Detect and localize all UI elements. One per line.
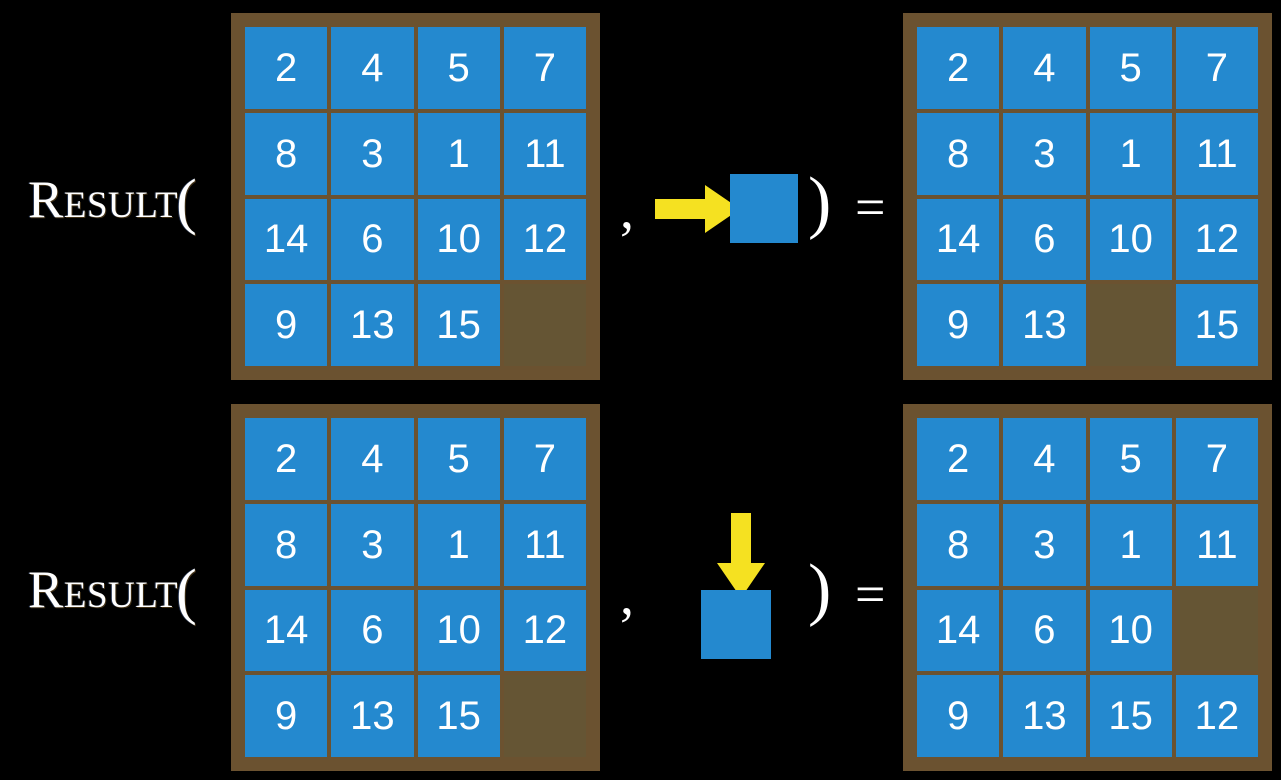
tile[interactable]: 12	[1175, 675, 1258, 757]
operator-group-top: , ) =	[600, 0, 903, 390]
output-board-bottom: 2 4 5 7 8 3 1 11 14 6 10 9 13 15 12	[903, 404, 1272, 771]
tile[interactable]: 4	[1003, 418, 1086, 500]
tile[interactable]: 11	[503, 503, 586, 586]
tile[interactable]: 10	[417, 589, 500, 672]
operator-group-bottom: , ) =	[600, 390, 903, 780]
tile[interactable]: 7	[503, 27, 586, 109]
tile[interactable]: 6	[331, 589, 414, 672]
tile[interactable]: 9	[917, 284, 1000, 366]
tile[interactable]: 14	[917, 589, 1000, 672]
tile[interactable]: 7	[1175, 27, 1258, 109]
tile[interactable]: 4	[331, 27, 414, 109]
tile[interactable]: 1	[1089, 112, 1172, 195]
tile[interactable]: 9	[917, 675, 1000, 757]
tile[interactable]: 12	[1175, 198, 1258, 281]
result-label-lead: R	[28, 560, 64, 619]
tile[interactable]: 8	[245, 503, 328, 586]
tile[interactable]: 10	[1089, 198, 1172, 281]
tile[interactable]: 11	[1175, 503, 1258, 586]
tile[interactable]: 3	[1003, 112, 1086, 195]
input-board-bottom-grid: 2 4 5 7 8 3 1 11 14 6 10 12 9 13 15	[245, 418, 586, 757]
tile[interactable]: 11	[503, 112, 586, 195]
tile[interactable]: 8	[917, 112, 1000, 195]
tile[interactable]: 2	[245, 418, 328, 500]
tile[interactable]: 13	[1003, 284, 1086, 366]
result-label-lead: R	[28, 170, 64, 229]
tile[interactable]: 12	[503, 198, 586, 281]
tile[interactable]: 13	[331, 675, 414, 757]
tile[interactable]: 14	[917, 198, 1000, 281]
tile[interactable]: 4	[331, 418, 414, 500]
moving-tile-bottom[interactable]	[701, 590, 771, 659]
tile[interactable]: 4	[1003, 27, 1086, 109]
equals-sign-bottom: =	[855, 564, 886, 624]
empty-cell[interactable]	[503, 284, 586, 366]
tile[interactable]: 1	[417, 503, 500, 586]
tile[interactable]: 14	[245, 198, 328, 281]
result-label-rest: esult	[63, 170, 179, 229]
tile[interactable]: 14	[245, 589, 328, 672]
tile[interactable]: 8	[917, 503, 1000, 586]
tile[interactable]: 6	[331, 198, 414, 281]
tile[interactable]: 5	[417, 418, 500, 500]
input-board-top: 2 4 5 7 8 3 1 11 14 6 10 12 9 13 15	[231, 13, 600, 380]
tile[interactable]: 2	[245, 27, 328, 109]
result-open-paren: (	[176, 558, 198, 626]
tile[interactable]: 12	[503, 589, 586, 672]
tile[interactable]: 10	[1089, 589, 1172, 672]
tile[interactable]: 9	[245, 284, 328, 366]
tile[interactable]: 3	[1003, 503, 1086, 586]
tile[interactable]: 15	[1175, 284, 1258, 366]
tile[interactable]: 15	[1089, 675, 1172, 757]
empty-cell[interactable]	[1089, 284, 1172, 366]
tile[interactable]: 2	[917, 27, 1000, 109]
tile[interactable]: 1	[417, 112, 500, 195]
tile[interactable]: 15	[417, 284, 500, 366]
moving-tile-top[interactable]	[730, 174, 798, 243]
tile[interactable]: 15	[417, 675, 500, 757]
tile[interactable]: 5	[417, 27, 500, 109]
output-board-top: 2 4 5 7 8 3 1 11 14 6 10 12 9 13 15	[903, 13, 1272, 380]
input-board-bottom: 2 4 5 7 8 3 1 11 14 6 10 12 9 13 15	[231, 404, 600, 771]
tile[interactable]: 7	[503, 418, 586, 500]
empty-cell[interactable]	[1175, 589, 1258, 672]
tile[interactable]: 2	[917, 418, 1000, 500]
argument-separator-comma: ,	[620, 179, 634, 241]
tile[interactable]: 5	[1089, 27, 1172, 109]
argument-separator-comma: ,	[620, 565, 634, 627]
output-board-bottom-grid: 2 4 5 7 8 3 1 11 14 6 10 9 13 15 12	[917, 418, 1258, 757]
tile[interactable]: 3	[331, 112, 414, 195]
tile[interactable]: 7	[1175, 418, 1258, 500]
arrow-right-icon	[655, 185, 740, 233]
tile[interactable]: 9	[245, 675, 328, 757]
result-open-paren: (	[176, 168, 198, 236]
tile[interactable]: 8	[245, 112, 328, 195]
tile[interactable]: 5	[1089, 418, 1172, 500]
tile[interactable]: 6	[1003, 198, 1086, 281]
equals-sign-top: =	[855, 177, 886, 237]
output-board-top-grid: 2 4 5 7 8 3 1 11 14 6 10 12 9 13 15	[917, 27, 1258, 366]
tile[interactable]: 1	[1089, 503, 1172, 586]
tile[interactable]: 10	[417, 198, 500, 281]
tile[interactable]: 13	[331, 284, 414, 366]
close-paren-top: )	[808, 164, 832, 241]
empty-cell[interactable]	[503, 675, 586, 757]
close-paren-bottom: )	[808, 551, 832, 628]
input-board-top-grid: 2 4 5 7 8 3 1 11 14 6 10 12 9 13 15	[245, 27, 586, 366]
tile[interactable]: 13	[1003, 675, 1086, 757]
result-label-rest: esult	[63, 560, 179, 619]
tile[interactable]: 3	[331, 503, 414, 586]
tile[interactable]: 11	[1175, 112, 1258, 195]
tile[interactable]: 6	[1003, 589, 1086, 672]
arrow-down-icon	[717, 513, 765, 598]
